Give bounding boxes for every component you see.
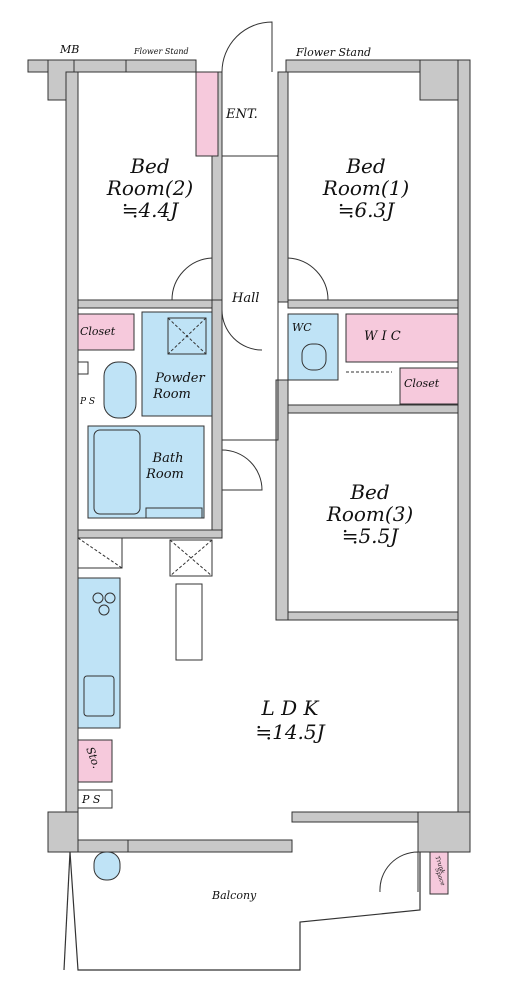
walls [27, 59, 471, 853]
bath-room-label-2: Room [146, 467, 184, 482]
bedroom3-name: Bed [350, 480, 390, 504]
balcony [63, 851, 421, 971]
balcony-label: Balcony [212, 889, 257, 902]
ps-top-label: P S [80, 397, 96, 407]
door-swings [171, 21, 419, 893]
wc-label: WC [292, 321, 312, 334]
ps-bottom-label: P S [82, 793, 101, 806]
bath-room-label-1: Bath [152, 451, 184, 466]
entrance-label: ENT. [226, 107, 258, 122]
powder-room-label-1: Powder [155, 371, 205, 386]
flower-stand-right-label: Flower Stand [296, 46, 372, 59]
bedroom3-name2: Room(3) [326, 502, 414, 526]
ldk-size: ≒14.5J [255, 720, 325, 744]
flower-stand-left-label: Flower Stand [134, 47, 189, 56]
bedroom2-size: ≒4.4J [121, 198, 179, 222]
mb-label: MB [60, 43, 80, 56]
fixtures [77, 317, 392, 809]
bedroom3-size: ≒5.5J [341, 524, 399, 548]
bedroom1-name2: Room(1) [322, 176, 410, 200]
storage-areas [77, 71, 459, 895]
closet-left-label: Closet [80, 325, 116, 338]
powder-room-label-2: Room [153, 387, 191, 402]
bedroom1-size: ≒6.3J [337, 198, 395, 222]
bedroom2-name2: Room(2) [106, 176, 194, 200]
hall-label: Hall [232, 291, 260, 306]
wet-areas [77, 311, 339, 881]
wic-label: W I C [364, 329, 401, 344]
bedroom1-name: Bed [346, 154, 386, 178]
closet-right-label: Closet [404, 377, 440, 390]
bedroom2-name: Bed [130, 154, 170, 178]
ldk-name: L D K [261, 696, 319, 720]
